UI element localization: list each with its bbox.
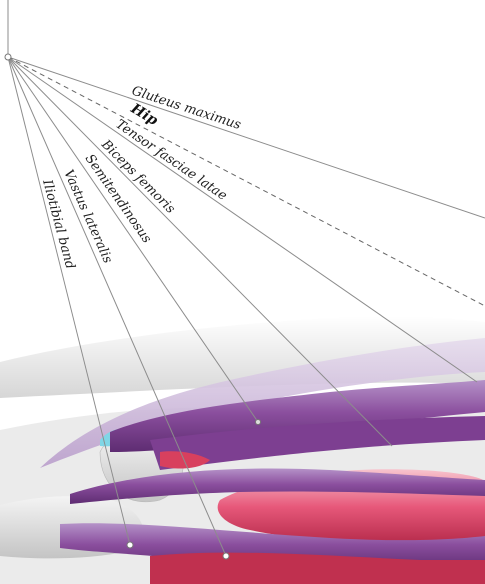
leader-end-vastus [223, 553, 229, 559]
leader-end-iliotibial [127, 542, 133, 548]
leader-end-semitendinosus [256, 420, 261, 425]
leader-origin-point [5, 54, 11, 60]
